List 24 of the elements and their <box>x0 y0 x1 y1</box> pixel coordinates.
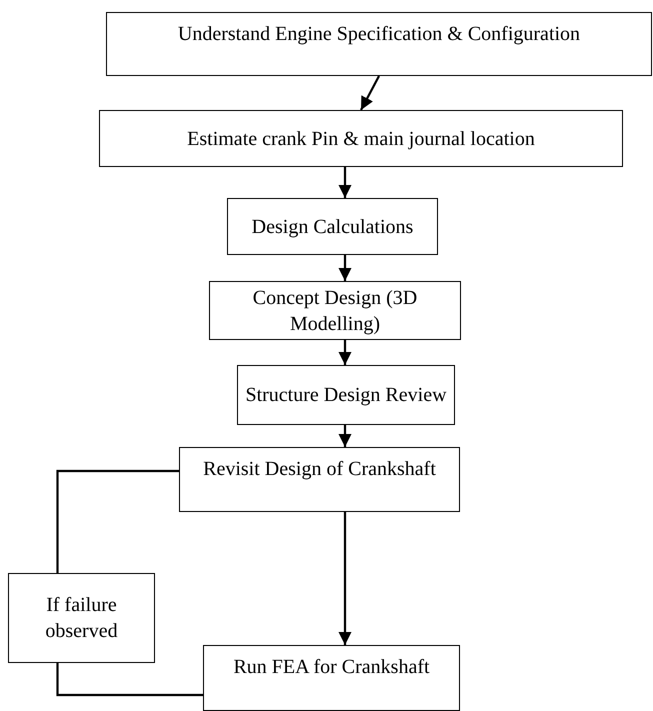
arrow <box>338 512 352 645</box>
arrow <box>338 425 352 447</box>
process-box <box>227 198 438 255</box>
box-label: Estimate crank Pin & main journal location <box>187 126 535 152</box>
process-box <box>99 110 623 167</box>
box-label: If failure observed <box>44 593 119 644</box>
process-box <box>179 447 460 512</box>
process-box <box>237 365 455 425</box>
box-label: Concept Design (3D Modelling) <box>252 286 418 336</box>
box-label: Understand Engine Specification & Configuration <box>178 22 580 47</box>
arrow <box>338 167 352 198</box>
connector-line <box>56 470 179 573</box>
arrow <box>338 340 352 365</box>
process-box <box>203 645 460 711</box>
process-box <box>106 12 652 76</box>
box-label: Run FEA for Crankshaft <box>233 655 430 680</box>
arrow <box>338 255 352 281</box>
box-label: Revisit Design of Crankshaft <box>203 457 436 482</box>
process-box <box>209 281 461 340</box>
box-label: Design Calculations <box>252 214 414 240</box>
box-label: Structure Design Review <box>245 383 447 408</box>
process-box <box>8 573 155 663</box>
connector-line <box>56 663 203 696</box>
arrow <box>360 75 380 111</box>
